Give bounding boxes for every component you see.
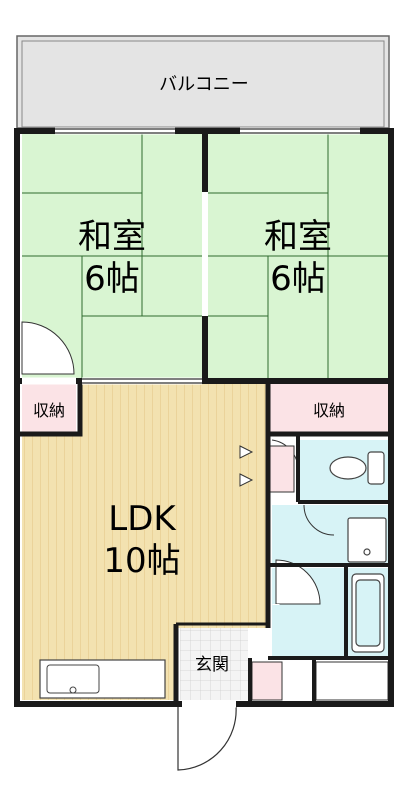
- storage-left: 収納: [22, 384, 76, 432]
- washbasin-icon: [347, 517, 387, 563]
- shoe-cabinet: [251, 661, 283, 701]
- washitsu-right-name: 和室: [264, 217, 332, 257]
- kitchen-sink: [46, 664, 100, 694]
- ldk-size: 10帖: [103, 541, 180, 581]
- balcony: バルコニー: [16, 35, 390, 129]
- entrance: 玄関: [177, 628, 389, 771]
- washitsu-left: 和室 6帖: [21, 133, 202, 379]
- washitsu-right-size: 6帖: [270, 259, 326, 299]
- door-swing-washroom: [275, 559, 321, 605]
- toilet-icon: [329, 451, 385, 485]
- ldk-name: LDK: [108, 499, 177, 539]
- front-door-swing: [177, 705, 237, 771]
- storage-right: 収納: [270, 384, 388, 432]
- balcony-label: バルコニー: [159, 74, 249, 95]
- closet-bottom-right: [315, 661, 389, 701]
- kitchen-faucet: [69, 686, 77, 694]
- entrance-label: 玄関: [195, 655, 229, 675]
- door-swing-washitsu-left: [21, 321, 75, 375]
- washitsu-left-name: 和室: [78, 217, 146, 257]
- folding-door-icon: [239, 445, 295, 493]
- washitsu-right: 和室 6帖: [208, 133, 388, 379]
- storage-right-label: 収納: [313, 401, 345, 420]
- wet-area: [271, 439, 388, 658]
- washitsu-left-size: 6帖: [84, 259, 140, 299]
- sliding-door-marks: [55, 128, 360, 384]
- storage-left-label: 収納: [33, 401, 65, 420]
- door-swing-washroom-2: [303, 504, 335, 536]
- bathtub-icon: [351, 573, 385, 653]
- ldk: LDK 10帖: [22, 384, 266, 700]
- openings: [22, 127, 360, 708]
